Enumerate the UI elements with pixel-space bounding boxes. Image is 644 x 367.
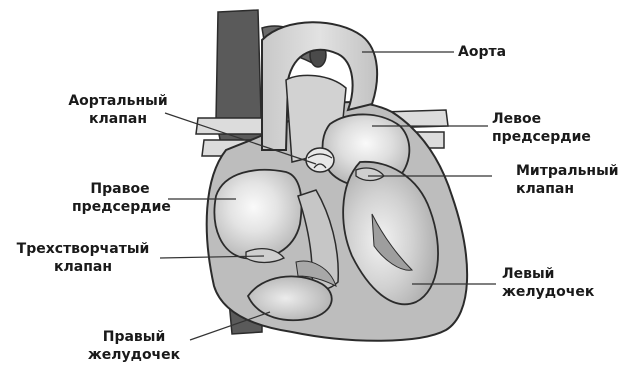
label-right-atrium-line-2: предсердие xyxy=(72,198,168,216)
label-aorta: Аорта xyxy=(458,43,506,61)
label-mitral-valve: Митральный клапан xyxy=(516,162,619,198)
label-right-ventricle-line-2: желудочек xyxy=(80,346,188,364)
label-right-atrium: Правое предсердие xyxy=(72,180,168,216)
label-aortic-valve-line-2: клапан xyxy=(64,110,172,128)
label-mitral-valve-line-1: Митральный xyxy=(516,162,619,180)
label-right-ventricle-line-1: Правый xyxy=(80,328,188,346)
label-aorta-text: Аорта xyxy=(458,43,506,61)
label-tricuspid-valve-line-2: клапан xyxy=(4,258,162,276)
label-mitral-valve-line-2: клапан xyxy=(516,180,619,198)
label-tricuspid-valve-line-1: Трехстворчатый xyxy=(4,240,162,258)
label-aortic-valve-line-1: Аортальный xyxy=(64,92,172,110)
label-left-ventricle: Левый желудочек xyxy=(502,265,594,301)
label-left-ventricle-line-2: желудочек xyxy=(502,283,594,301)
label-left-atrium-line-2: предсердие xyxy=(492,128,591,146)
label-right-ventricle: Правый желудочек xyxy=(80,328,188,364)
label-tricuspid-valve: Трехстворчатый клапан xyxy=(4,240,162,276)
label-left-ventricle-line-1: Левый xyxy=(502,265,594,283)
label-right-atrium-line-1: Правое xyxy=(72,180,168,198)
label-aortic-valve: Аортальный клапан xyxy=(64,92,172,128)
label-left-atrium: Левое предсердие xyxy=(492,110,591,146)
chamber-right-atrium xyxy=(214,170,301,259)
label-left-atrium-line-1: Левое xyxy=(492,110,591,128)
